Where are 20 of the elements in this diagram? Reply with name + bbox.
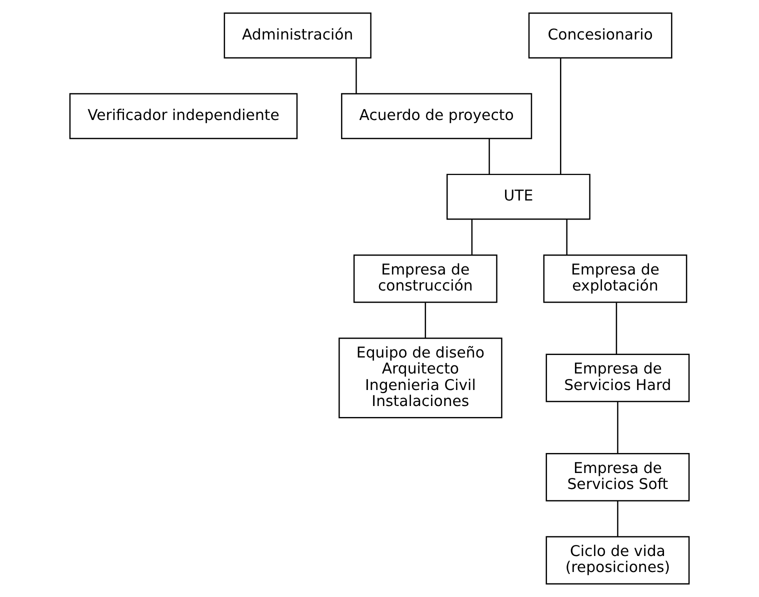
- node-box: UTE: [446, 174, 590, 220]
- connector: [617, 402, 618, 454]
- node-box: Empresa de Servicios Soft: [546, 452, 690, 502]
- node-box: Equipo de diseño Arquitecto Ingenieria Civil Instalaciones: [338, 338, 502, 418]
- connector: [356, 58, 357, 94]
- connector: [488, 138, 490, 174]
- node-box: Verificador independiente: [69, 93, 298, 140]
- node-box: Empresa de Servicios Hard: [546, 354, 690, 402]
- connector: [617, 500, 618, 536]
- node-box: Acuerdo de proyecto: [341, 93, 532, 140]
- node-box: Concesionario: [528, 12, 672, 58]
- node-box: Empresa de construcción: [353, 254, 498, 303]
- connector: [560, 58, 562, 174]
- node-box: Ciclo de vida (reposiciones): [546, 536, 690, 584]
- connector: [566, 219, 568, 255]
- node-box: Empresa de explotación: [543, 254, 688, 303]
- node-box: Administración: [224, 12, 372, 58]
- connector: [424, 302, 426, 338]
- connector: [616, 302, 618, 354]
- connector: [471, 219, 473, 255]
